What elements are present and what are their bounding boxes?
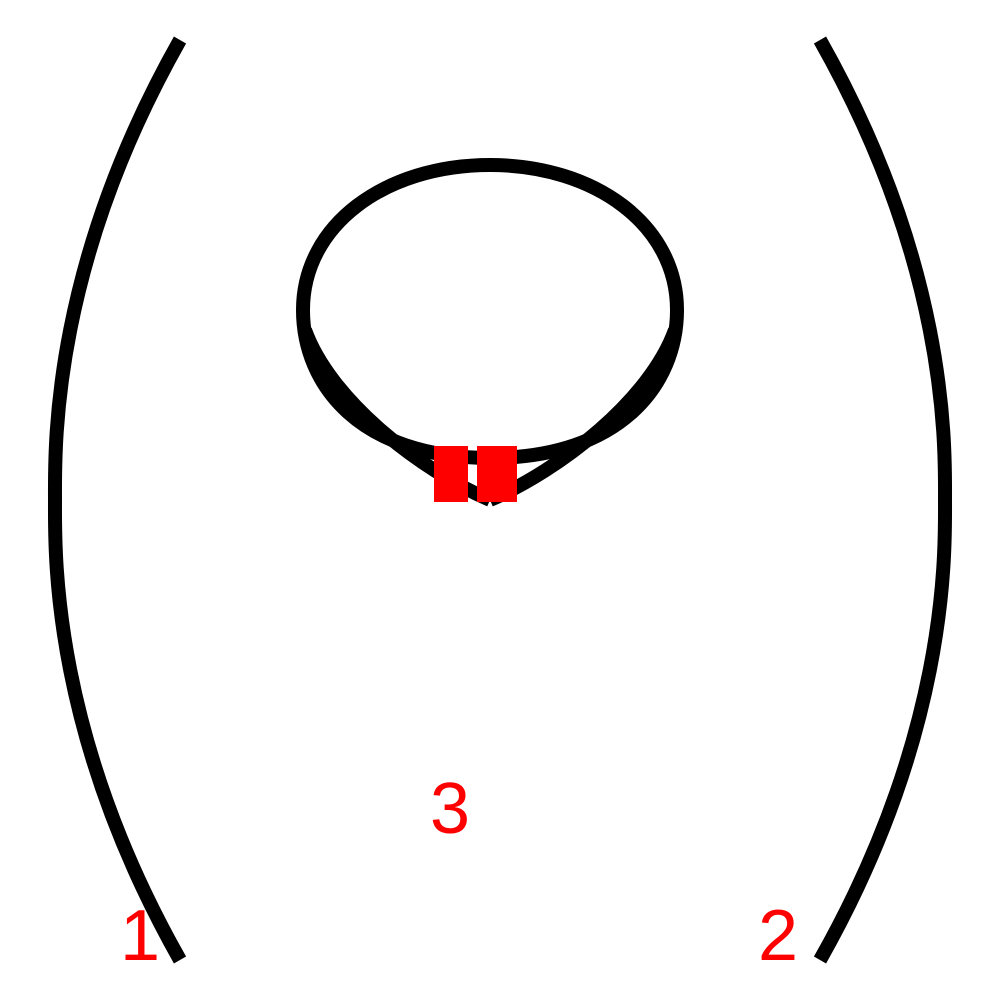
label-2: 2 xyxy=(758,896,798,976)
left-arc xyxy=(47,36,187,964)
label-1: 1 xyxy=(120,896,160,976)
junction-marker-right xyxy=(477,446,517,502)
lower-right-lobe xyxy=(487,327,682,507)
upper-loop xyxy=(296,158,684,465)
right-arc xyxy=(813,36,953,964)
junction-marker-left xyxy=(434,446,468,502)
label-3: 3 xyxy=(430,769,470,849)
